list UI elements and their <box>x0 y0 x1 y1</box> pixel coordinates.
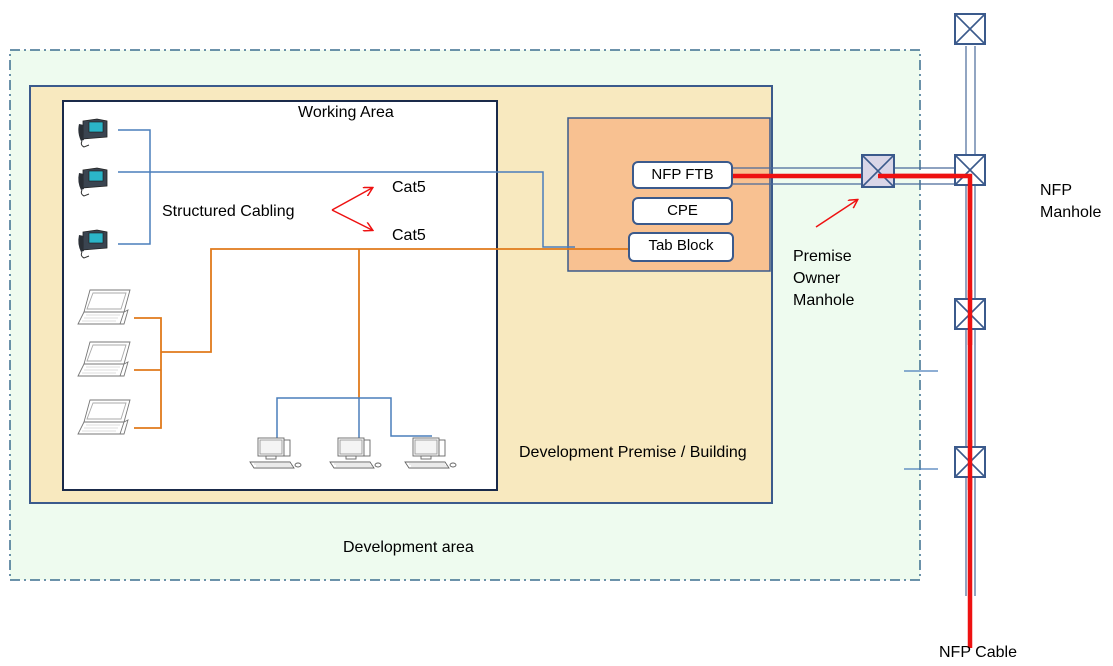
structured-cabling-arrows <box>331 188 372 230</box>
cat5-top-label: Cat5 <box>392 179 426 196</box>
cpe-box: CPE <box>632 197 733 225</box>
tab-block-box: Tab Block <box>628 232 734 262</box>
development-area-label: Development area <box>343 539 474 556</box>
branch-ticks <box>904 370 938 470</box>
nfp-cable-overlay <box>878 173 973 490</box>
building-duct <box>733 167 862 185</box>
nfp-manhole-label: NFP Manhole <box>1040 182 1102 221</box>
nfp-cable-label: NFP Cable <box>939 644 1017 661</box>
nfp-ftb-box: NFP FTB <box>632 161 733 189</box>
manhole-icon <box>954 13 986 45</box>
premise-owner-manhole-icon <box>861 154 895 188</box>
structured-cabling-label: Structured Cabling <box>162 203 295 220</box>
premise-owner-manhole-label: Premise Owner Manhole <box>793 248 855 309</box>
desktop-wiring <box>276 397 432 440</box>
working-area <box>62 100 498 491</box>
premise-manhole-arrow <box>815 200 857 228</box>
development-premise-label: Development Premise / Building <box>519 444 747 461</box>
working-area-label: Working Area <box>298 104 394 121</box>
phone-wiring <box>118 129 575 248</box>
computer-wiring <box>134 248 628 429</box>
cat5-bottom-label: Cat5 <box>392 227 426 244</box>
